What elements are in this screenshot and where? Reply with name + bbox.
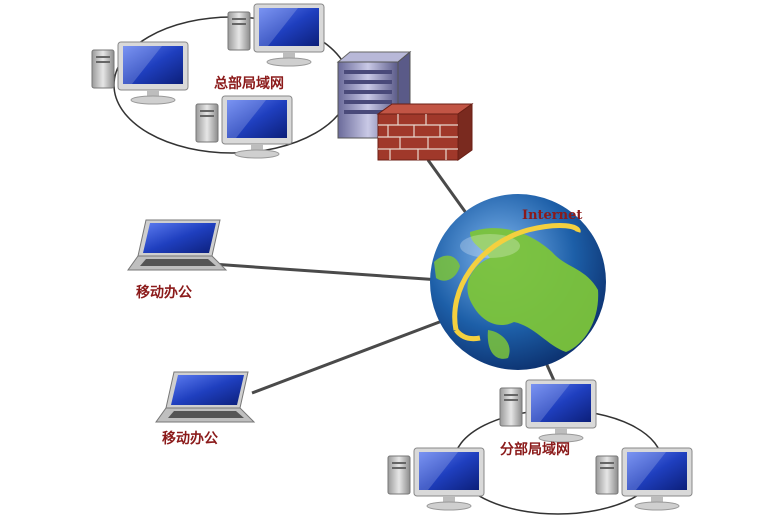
mobile-office-label-1: 移动办公 (136, 284, 192, 301)
link-mobile1-internet (211, 262, 441, 282)
desktop-computer-icon (387, 447, 485, 511)
globe-icon (430, 194, 606, 370)
desktop-computer-icon (595, 447, 693, 511)
laptop-icon (155, 371, 255, 423)
firewall-icon (376, 103, 474, 161)
desktop-computer-icon (227, 3, 325, 67)
internet-label: Internet (522, 208, 582, 223)
link-mobile2-internet (251, 316, 451, 395)
desktop-computer-icon (91, 41, 189, 105)
hq-lan-label: 总部局域网 (214, 75, 284, 92)
branch-lan-label: 分部局域网 (500, 441, 570, 458)
server-icon (336, 50, 412, 140)
mobile-office-label-2: 移动办公 (162, 430, 218, 447)
laptop-icon (127, 219, 227, 271)
desktop-computer-icon (499, 379, 597, 443)
